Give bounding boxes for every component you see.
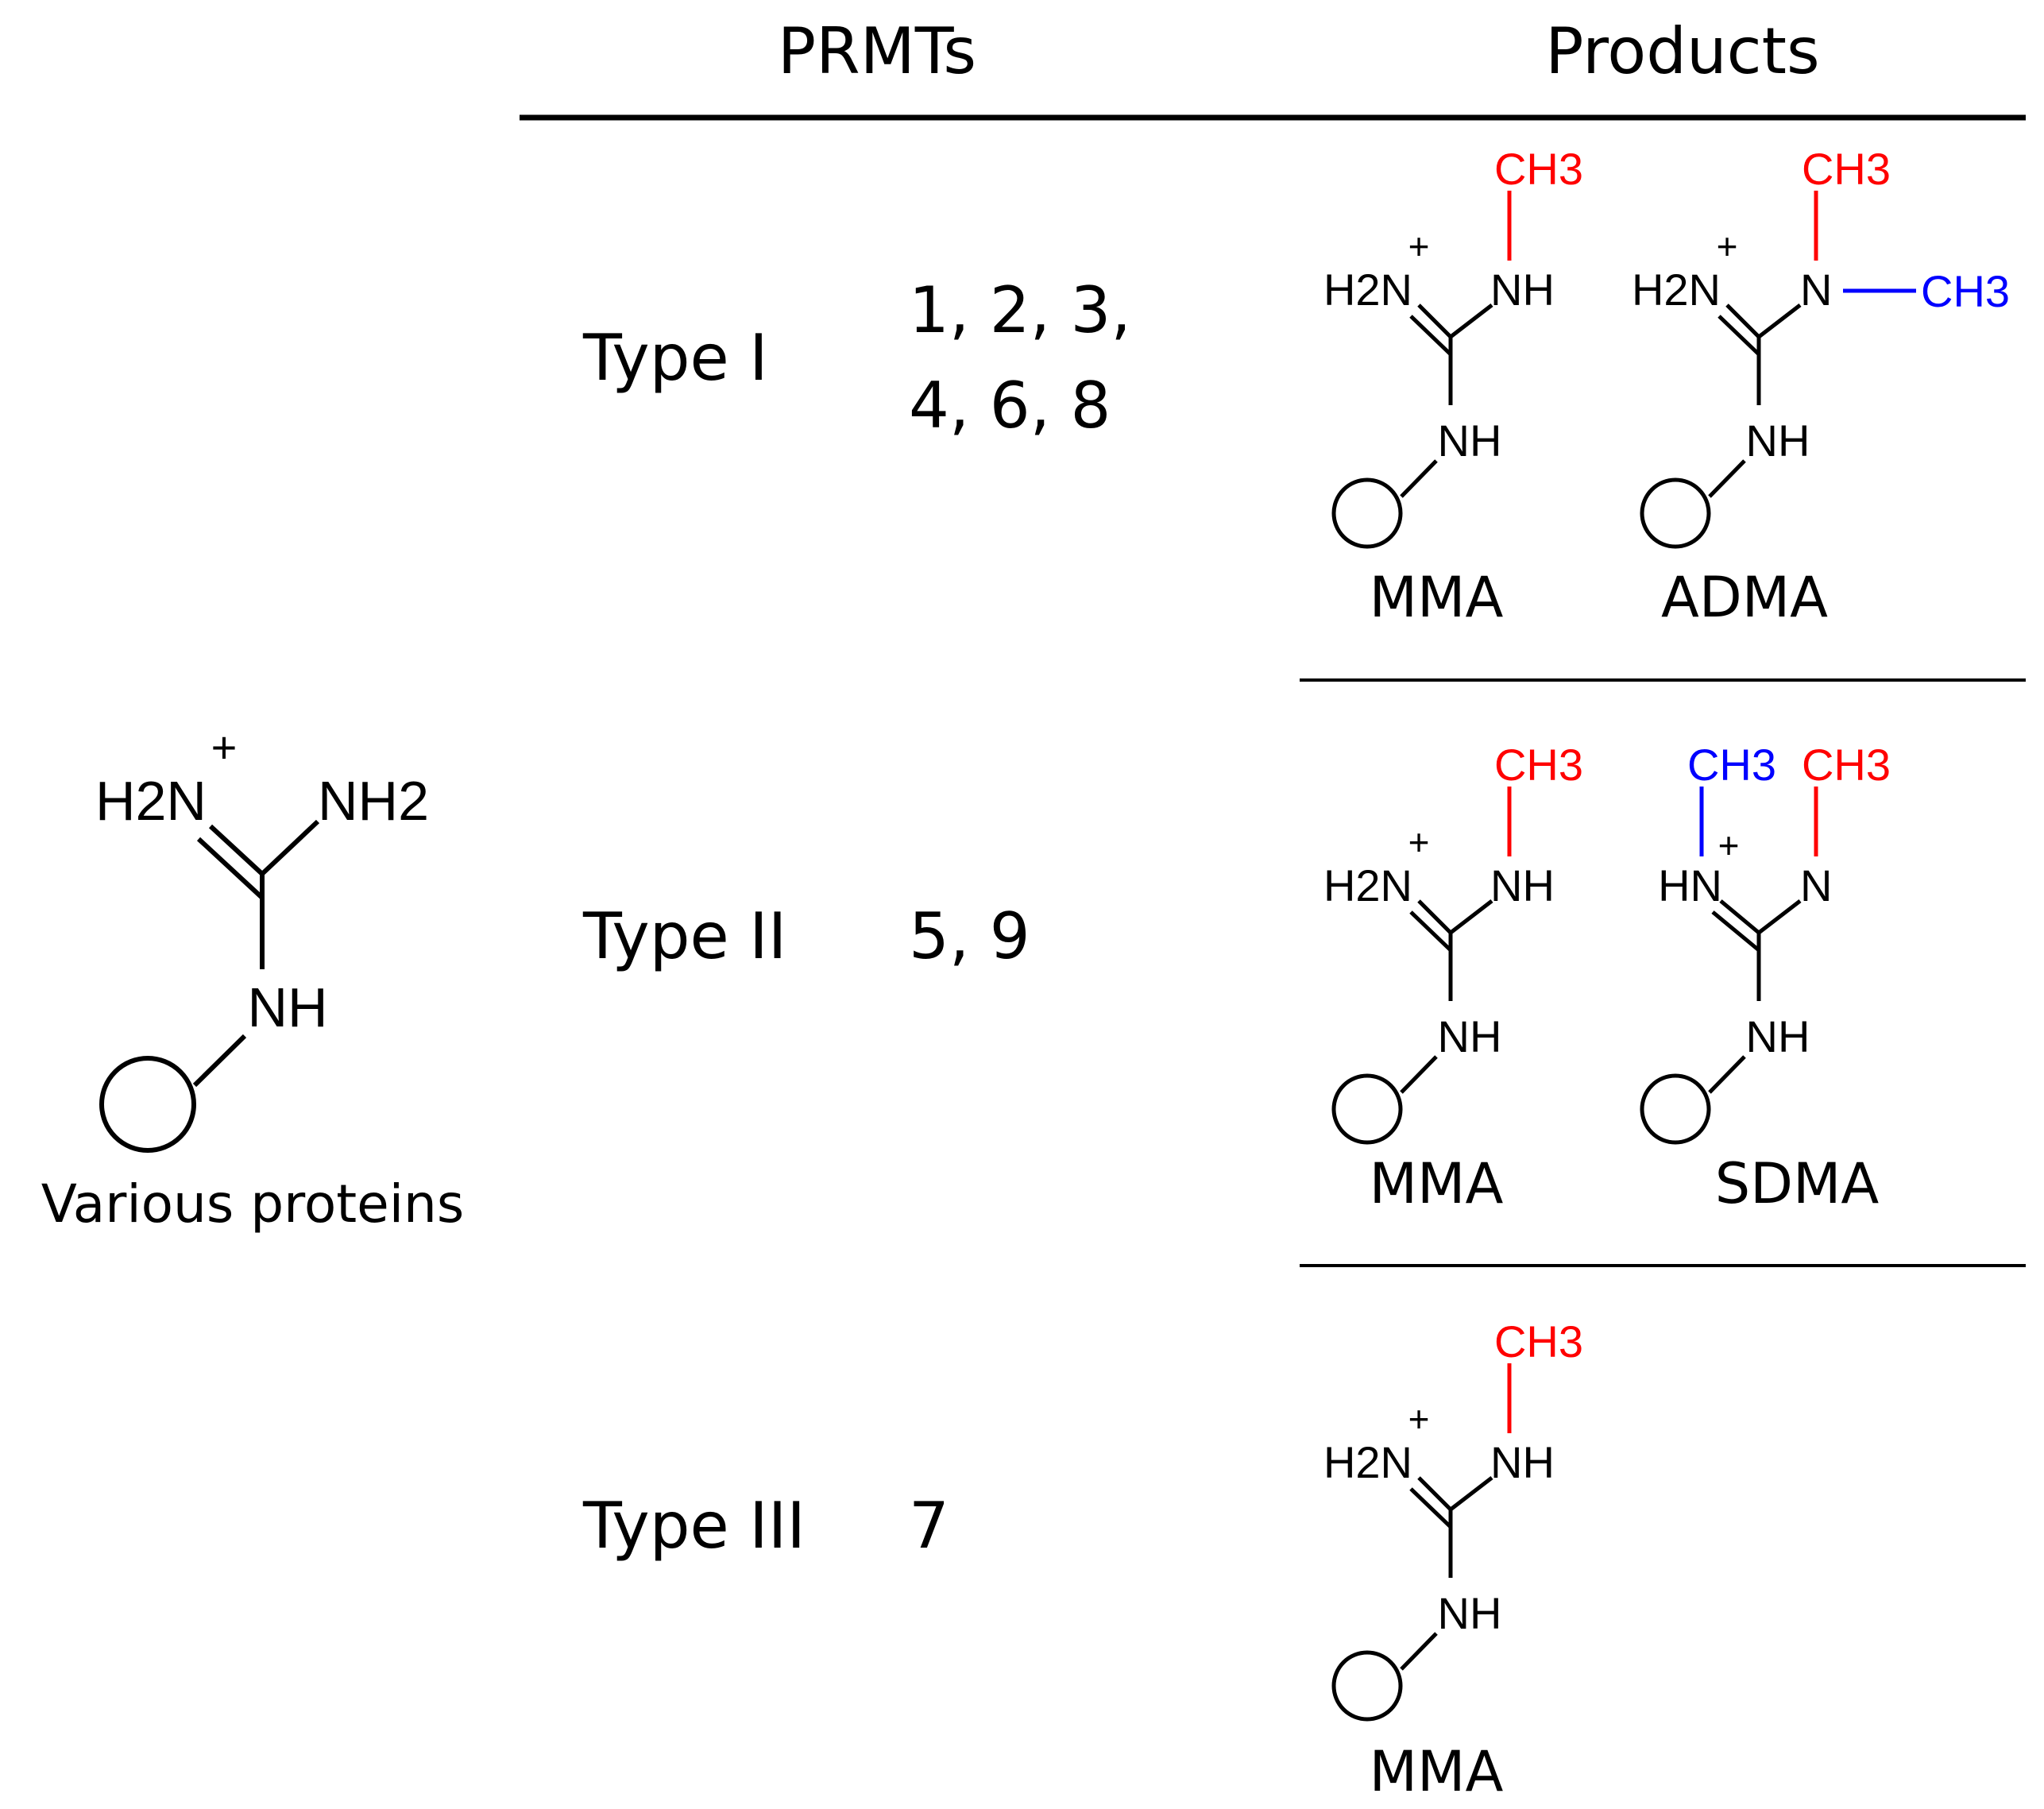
amine-right: N	[1800, 860, 1832, 910]
double-bond-line-1	[1417, 1476, 1452, 1511]
protein-circle	[1331, 477, 1403, 549]
protein-circle	[1331, 1073, 1403, 1145]
header-prmts: PRMTs	[778, 14, 976, 88]
type-label-2: Type II	[582, 899, 786, 973]
product-name: MMA	[1370, 1739, 1504, 1804]
amine-right: NH	[1490, 265, 1555, 315]
charge: +	[1717, 226, 1738, 267]
product-name: SDMA	[1715, 1151, 1880, 1216]
product-name: MMA	[1370, 565, 1504, 630]
amine-left: H2N	[1632, 265, 1721, 315]
type-label-3: Type III	[582, 1489, 806, 1563]
methyl-label-right: CH3	[1802, 740, 1891, 790]
bond-to-protein	[1400, 459, 1438, 498]
bond-to-nh-right	[1449, 1476, 1493, 1511]
bond-to-nh-right	[1449, 899, 1493, 934]
header-products: Products	[1545, 14, 1819, 88]
methyl-label: CH3	[1494, 1316, 1583, 1366]
bond-to-nh2	[260, 819, 320, 876]
amine-left: H2N	[1323, 1437, 1412, 1487]
double-bond-line-2	[1711, 910, 1760, 952]
double-bond-line-1	[1417, 899, 1452, 934]
bond-to-n-right	[1757, 899, 1802, 934]
amine-left: H2N	[1323, 860, 1412, 910]
amine-right: N	[1800, 265, 1832, 315]
product-mma-type2: CH3 H2N + NH NH MMA	[1323, 740, 1583, 1216]
protein-circle	[99, 1056, 196, 1153]
product-name: MMA	[1370, 1151, 1504, 1216]
bond-to-protein	[1708, 1055, 1746, 1094]
double-bond-line-1	[1719, 899, 1760, 934]
substrate-caption: Various proteins	[41, 1173, 465, 1235]
bond-to-protein	[1400, 1055, 1438, 1094]
double-bond-line-1	[208, 824, 265, 876]
protein-circle	[1640, 1073, 1711, 1145]
charge: +	[1408, 226, 1430, 267]
type-label-1: Type I	[582, 321, 768, 395]
nh-label: NH	[1746, 416, 1810, 466]
double-bond-line-2	[1409, 315, 1452, 356]
bond-to-nh-right	[1449, 303, 1493, 338]
bond-to-protein	[1400, 1632, 1438, 1671]
substrate-nh2: NH2	[318, 770, 429, 832]
bond-to-n-right	[1757, 303, 1802, 338]
amine-left: H2N	[1323, 265, 1412, 315]
charge: +	[1718, 825, 1740, 866]
substrate-nh: NH	[247, 976, 327, 1038]
nh-label: NH	[1438, 1011, 1502, 1061]
substrate-charge: +	[211, 722, 238, 772]
prmt-list-1-line1: 1, 2, 3,	[909, 273, 1131, 347]
double-bond-line-1	[1725, 303, 1760, 338]
substrate-h2n: H2N	[95, 770, 207, 832]
nh-label: NH	[1438, 1588, 1502, 1638]
product-name: ADMA	[1661, 565, 1828, 630]
double-bond-line-2	[1409, 910, 1452, 952]
product-mma-type3: CH3 H2N + NH NH MMA	[1323, 1316, 1583, 1804]
charge: +	[1408, 821, 1430, 863]
methyl-label-top: CH3	[1802, 144, 1891, 194]
prmt-list-1-line2: 4, 6, 8	[909, 369, 1111, 443]
product-mma-type1: CH3 H2N + NH NH MMA	[1323, 144, 1583, 630]
prmt-list-3: 7	[909, 1489, 949, 1563]
substrate-arginine: H2N + NH2 NH Various proteins	[41, 722, 465, 1235]
prmt-list-2: 5, 9	[909, 899, 1030, 973]
bond-to-protein	[1708, 459, 1746, 498]
methyl-label-side: CH3	[1921, 266, 2010, 316]
methyl-label: CH3	[1494, 740, 1583, 790]
protein-circle	[1640, 477, 1711, 549]
amine-left: HN	[1658, 860, 1722, 910]
protein-circle	[1331, 1650, 1403, 1722]
product-adma: CH3 CH3 H2N + N NH ADMA	[1632, 144, 2010, 630]
double-bond-line-1	[1417, 303, 1452, 338]
methyl-label-left: CH3	[1687, 740, 1776, 790]
nh-label: NH	[1438, 416, 1502, 466]
amine-right: NH	[1490, 860, 1555, 910]
double-bond-line-2	[196, 837, 265, 900]
bond-to-protein	[192, 1034, 247, 1088]
product-sdma: CH3 CH3 HN + N NH SDMA	[1640, 740, 1891, 1216]
double-bond-line-2	[1718, 315, 1760, 356]
double-bond-line-2	[1409, 1487, 1452, 1529]
charge: +	[1408, 1398, 1430, 1440]
nh-label: NH	[1746, 1011, 1810, 1061]
amine-right: NH	[1490, 1437, 1555, 1487]
methyl-label: CH3	[1494, 144, 1583, 194]
